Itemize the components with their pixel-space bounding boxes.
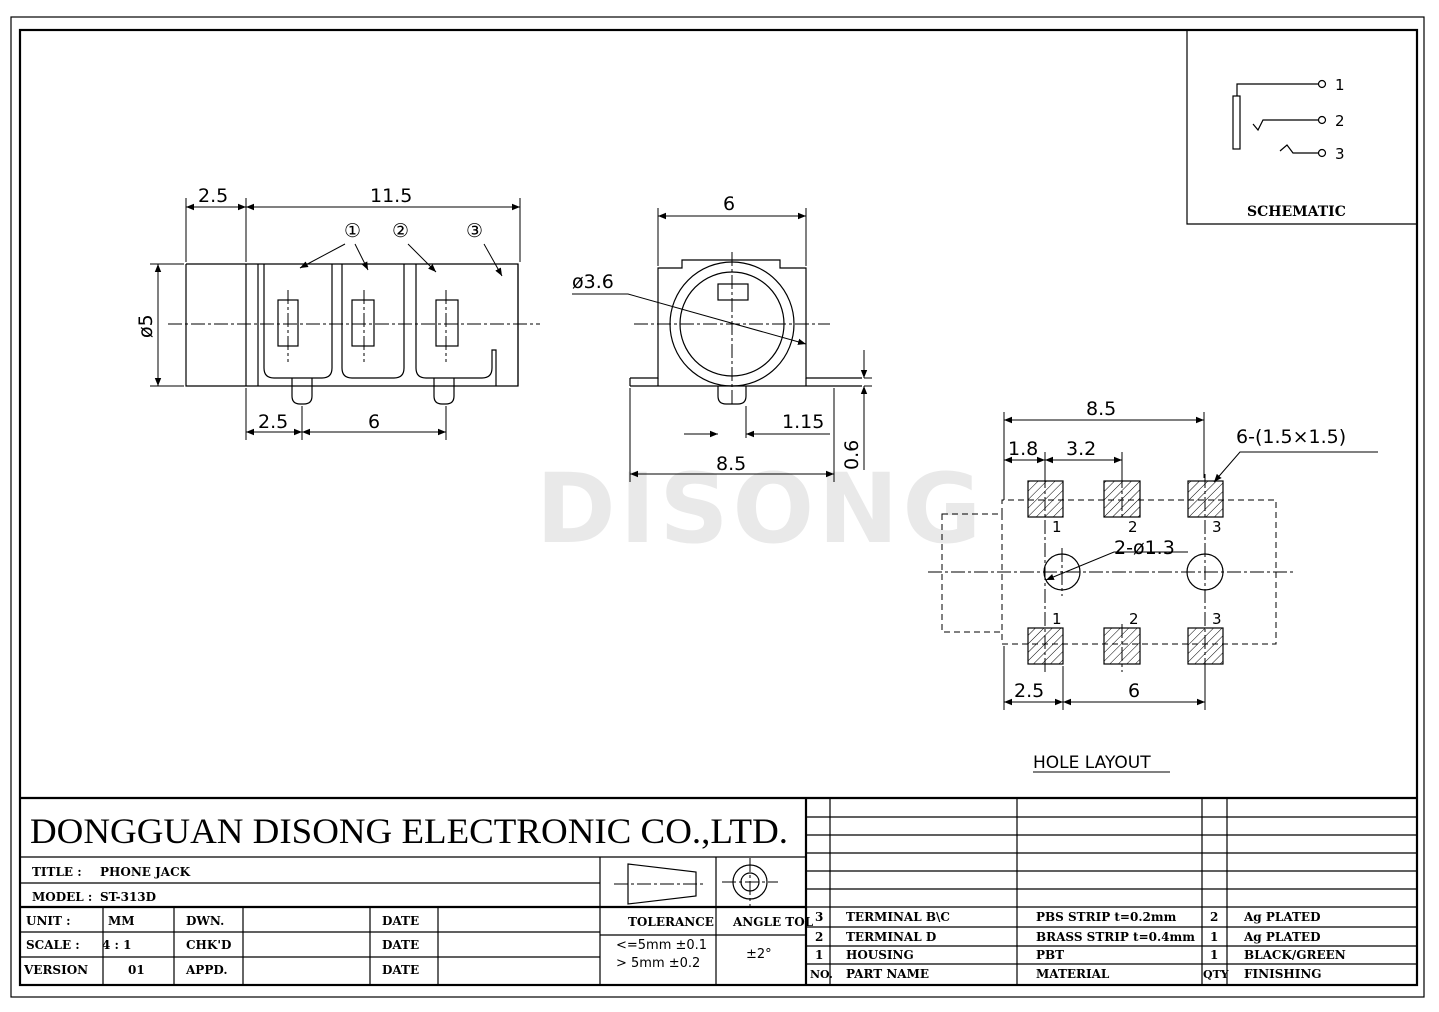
bom-row-1-name: HOUSING [846,948,914,962]
pad-number-bottom-1: 1 [1052,610,1062,628]
bom-row-2-no: 2 [815,930,823,944]
dim-side-foot-width: 8.5 [716,453,746,475]
chkd-label: CHK'D [186,938,231,952]
angle-tolerance-label: ANGLE TOL [732,915,814,929]
pad-number-top-1: 1 [1052,518,1062,536]
dim-front-length: 11.5 [370,185,412,207]
bom-header-no: NO. [810,968,833,981]
dwn-label: DWN. [186,914,224,928]
pad-number-bottom-3: 3 [1212,610,1222,628]
date-label-1: DATE [382,914,419,928]
scale-label: SCALE : [26,938,80,952]
pad-number-top-3: 3 [1212,518,1222,536]
schematic-pin-1: 1 [1335,76,1345,94]
tolerance-line-2: > 5mm ±0.2 [616,956,700,971]
title-block: DONGGUAN DISONG ELECTRONIC CO.,LTD. TITL… [20,796,1417,985]
bom-row-1-qty: 1 [1210,948,1218,962]
version-label: VERSION [23,963,88,977]
bom-row-2-finish: Ag PLATED [1243,930,1320,944]
bom-row-3-name: TERMINAL B\C [846,910,950,924]
terminal-mark-3: ③ [466,220,483,242]
terminal-mark-2: ② [392,220,409,242]
pad-number-top-2: 2 [1128,518,1138,536]
version-value: 01 [128,963,145,977]
projection-cone-icon [627,863,697,905]
hole-layout-label: HOLE LAYOUT [1033,753,1151,773]
dim-holes: 2-ø1.3 [1114,537,1175,559]
dim-side-foot-height: 0.6 [841,440,863,470]
bom-row-3-finish: Ag PLATED [1243,910,1320,924]
bom-row-1-material: PBT [1036,948,1064,962]
bom-row-2-name: TERMINAL D [846,930,936,944]
watermark: DISONG [536,453,985,565]
unit-label: UNIT : [26,914,71,928]
front-view: 2.5 11.5 ø5 2.5 6 ① ② ③ [135,185,540,440]
dim-hole-bottom-first: 2.5 [1014,680,1044,702]
bom-header-qty: QTY [1203,968,1229,981]
schematic-pin-3: 3 [1335,145,1345,163]
terminal-mark-1: ① [344,220,361,242]
dim-hole-first: 1.8 [1008,438,1038,460]
hole-right [1186,553,1224,591]
angle-tolerance-value: ±2° [746,947,772,962]
tolerance-label: TOLERANCE [628,915,714,929]
dim-front-pitch: 6 [368,411,380,433]
bom-table: 3 TERMINAL B\C PBS STRIP t=0.2mm 2 Ag PL… [806,798,1417,985]
dim-side-post-offset: 1.15 [782,411,824,433]
date-label-3: DATE [382,963,419,977]
title-label: TITLE : [32,865,82,879]
scale-value: 4 : 1 [102,938,131,952]
model-label: MODEL : [32,890,92,904]
dim-pads: 6-(1.5×1.5) [1236,426,1346,448]
bom-header-name: PART NAME [846,967,929,981]
pad-number-bottom-2: 2 [1129,610,1139,628]
schematic-pin-2: 2 [1335,112,1345,130]
schematic-panel: 1 2 3 SCHEMATIC [1186,30,1417,225]
company-name: DONGGUAN DISONG ELECTRONIC CO.,LTD. [30,811,788,851]
bom-row-1-finish: BLACK/GREEN [1244,948,1346,962]
tolerance-line-1: <=5mm ±0.1 [616,938,707,953]
schematic-label: SCHEMATIC [1247,204,1346,220]
dim-hole-bottom-second: 6 [1128,680,1140,702]
bom-row-2-qty: 1 [1210,930,1218,944]
bom-row-3-qty: 2 [1210,910,1218,924]
unit-value: MM [108,914,135,928]
side-view: 6 ø3.6 1.15 8.5 0.6 [572,193,872,482]
date-label-2: DATE [382,938,419,952]
inner-border [18,28,1419,987]
dim-front-diameter: ø5 [135,314,157,338]
dim-side-hole: ø3.6 [572,271,614,293]
dim-hole-overall: 8.5 [1086,398,1116,420]
title-value: PHONE JACK [100,865,191,879]
dim-hole-second: 3.2 [1066,438,1096,460]
bom-row-2-material: BRASS STRIP t=0.4mm [1036,930,1195,944]
dim-front-offset-top: 2.5 [198,185,228,207]
bom-row-1-no: 1 [815,948,823,962]
bom-header-finish: FINISHING [1244,967,1322,981]
dim-side-width: 6 [723,193,735,215]
dim-front-offset-bottom: 2.5 [258,411,288,433]
hole-layout: 2-ø1.3 1 2 3 1 2 3 8.5 1.8 3.2 6-(1.5×1.… [928,398,1378,773]
outer-border [10,16,1425,998]
bom-header-material: MATERIAL [1036,967,1110,981]
model-value: ST-313D [100,890,156,904]
appd-label: APPD. [185,963,228,977]
bom-row-3-material: PBS STRIP t=0.2mm [1036,910,1177,924]
bom-row-3-no: 3 [815,910,823,924]
